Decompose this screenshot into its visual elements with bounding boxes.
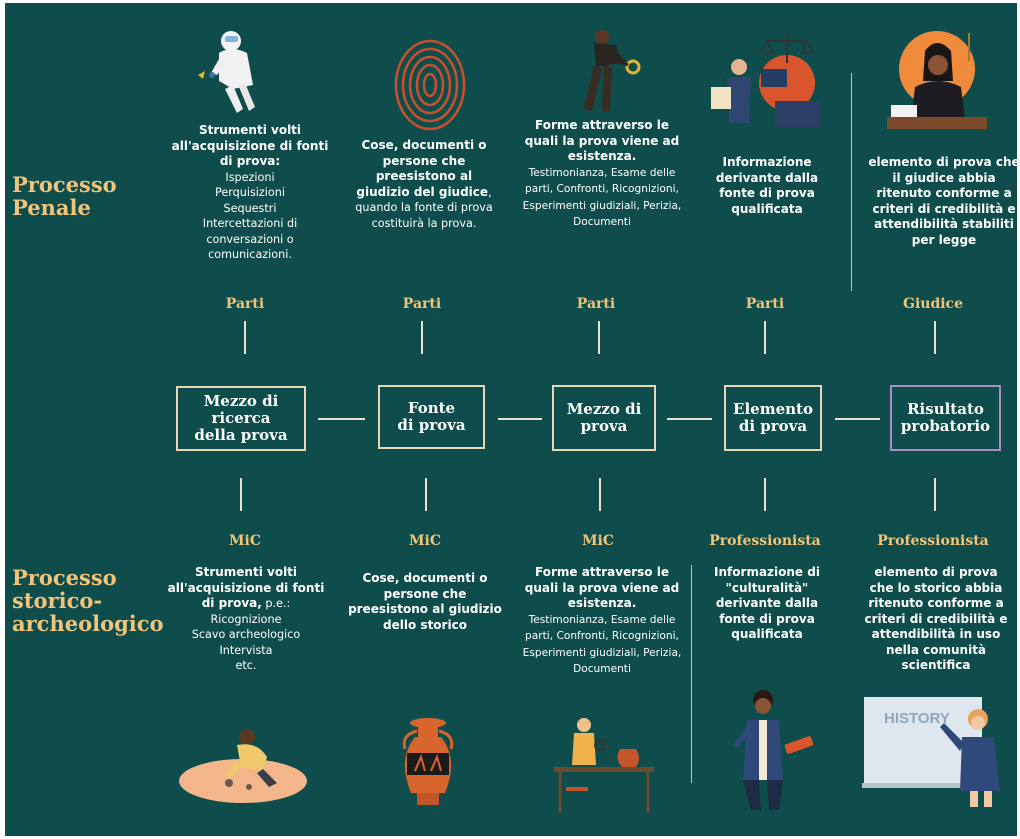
diagram-canvas: Processo Penale Processo storico- archeo… [5, 3, 1017, 836]
bottom-desc-3: Informazione di "culturalità" derivante … [714, 565, 820, 641]
top-desc-0: Strumenti volti all'acquisizione di font… [171, 123, 329, 261]
connector-top-2 [598, 321, 600, 354]
professor-illustration [733, 690, 814, 810]
connector-top-3 [764, 321, 766, 354]
bottom-role-0: MiC [229, 533, 261, 549]
bottom-role-3: Professionista [709, 533, 821, 549]
connector-top-0 [244, 321, 246, 354]
connector-bottom-4 [934, 478, 936, 511]
forensic-investigator-illustration [198, 31, 255, 113]
connector-bottom-0 [240, 478, 242, 511]
connector-h-0 [318, 418, 365, 420]
row-title-penale: Processo Penale [12, 172, 117, 220]
connector-bottom-1 [425, 478, 427, 511]
excavation-illustration [179, 729, 307, 803]
bottom-role-4: Professionista [877, 533, 989, 549]
separator-top [851, 73, 852, 291]
stage-box-risultato: Risultato probatorio [890, 385, 1001, 451]
board-text: HISTORY [884, 710, 950, 727]
researcher-desk-illustration [554, 718, 654, 813]
greek-amphora-illustration [402, 718, 454, 805]
separator-bottom [691, 565, 692, 783]
bottom-role-1: MiC [409, 533, 441, 549]
detective-magnifier-illustration [584, 30, 641, 111]
row-title-storico: Processo storico- archeologico [12, 565, 164, 636]
bottom-desc-2: Forme attraverso le quali la prova viene… [522, 565, 682, 675]
bottom-desc-1: Cose, documenti o persone che preesiston… [348, 571, 502, 632]
top-role-1: Parti [402, 296, 442, 312]
top-desc-2: Forme attraverso le quali la prova viene… [522, 118, 682, 228]
top-desc-3: Informazione derivante dalla fonte di pr… [715, 155, 819, 216]
stage-box-fonte: Fonte di prova [378, 385, 485, 449]
fingerprint-illustration [394, 39, 466, 131]
top-desc-1: Cose, documenti o persone che preesiston… [355, 138, 493, 230]
connector-top-1 [421, 321, 423, 354]
top-desc-4: elemento di prova che il giudice abbia r… [868, 155, 1017, 247]
stage-box-mezzo-prova: Mezzo di prova [552, 385, 656, 451]
connector-bottom-2 [599, 478, 601, 511]
top-role-2: Parti [576, 296, 616, 312]
top-role-4: Giudice [903, 296, 963, 312]
bottom-role-2: MiC [582, 533, 614, 549]
connector-h-2 [667, 418, 712, 420]
history-teacher-illustration: HISTORY [862, 697, 1000, 807]
connector-h-3 [835, 418, 880, 420]
stage-box-elemento: Elemento di prova [724, 385, 822, 451]
connector-bottom-3 [764, 478, 766, 511]
top-role-3: Parti [745, 296, 785, 312]
bottom-desc-4: elemento di prova che lo storico abbia r… [864, 565, 1008, 672]
bottom-desc-0: Strumenti volti all'acquisizione di font… [167, 565, 325, 672]
connector-top-4 [934, 321, 936, 354]
judge-illustration [887, 31, 987, 129]
lawyer-desk-illustration [711, 33, 819, 127]
top-role-0: Parti [225, 296, 265, 312]
stage-box-mezzo-ricerca: Mezzo di ricerca della prova [176, 386, 306, 451]
connector-h-1 [498, 418, 542, 420]
